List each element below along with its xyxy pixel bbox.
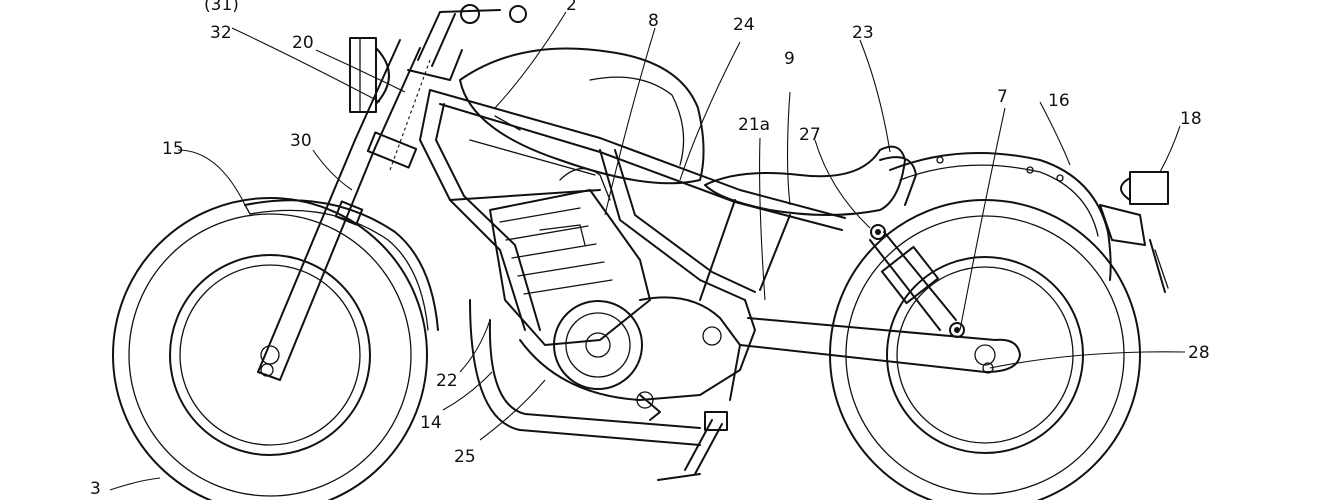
front-fender [244,199,439,331]
tail-light [1099,171,1169,293]
label-24: 24 [733,15,755,35]
label-28: 28 [1188,343,1210,363]
label-32: 32 [210,23,232,43]
label-15: 15 [162,139,184,159]
label-31: (31) [204,0,239,15]
label-27: 27 [799,125,821,145]
main-frame [419,89,846,331]
rear-wheel [829,199,1141,500]
rear-shock [869,224,965,338]
label-21a: 21a [738,115,770,135]
front-wheel [112,197,428,500]
seat [704,145,917,216]
swingarm [739,317,1021,374]
leader-lines [109,11,1186,491]
label-14: 14 [420,413,442,433]
fuel-tank [459,47,705,185]
rear-fender [889,151,1112,281]
label-30: 30 [290,131,312,151]
handlebar [389,4,527,171]
label-8: 8 [648,11,659,31]
label-22: 22 [436,371,458,391]
label-18: 18 [1180,109,1202,129]
label-9: 9 [784,49,795,69]
kickstand [657,411,728,481]
footpeg [639,394,661,421]
label-20: 20 [292,33,314,53]
label-25: 25 [454,447,476,467]
label-3: 3 [90,479,101,499]
label-2: 2 [566,0,577,15]
front-fork [257,39,421,381]
label-23: 23 [852,23,874,43]
label-16: 16 [1048,91,1070,111]
label-7: 7 [997,87,1008,107]
engine [489,168,756,409]
exhaust [469,299,701,446]
reference-labels: (31) 32 20 2 8 24 23 9 16 18 15 30 21a 2… [90,0,1210,499]
headlight [349,37,390,113]
